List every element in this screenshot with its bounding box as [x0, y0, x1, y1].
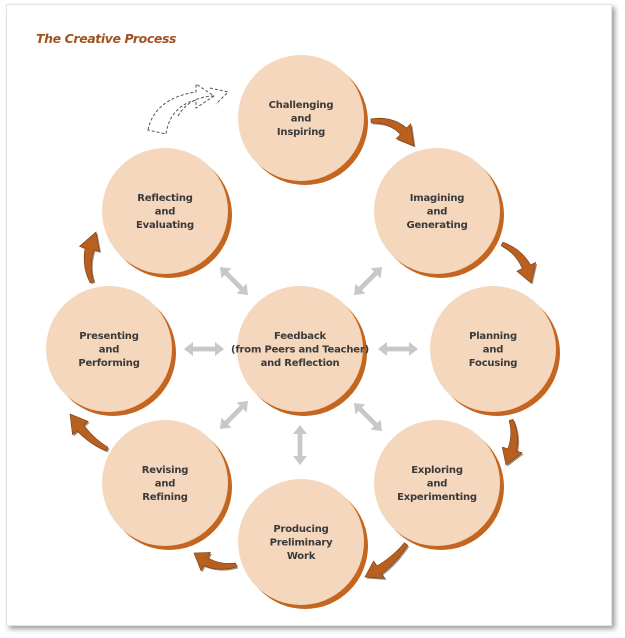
revising-label-line: Refining: [142, 492, 188, 503]
exploring-circle: [374, 420, 500, 546]
planning-label-line: Focusing: [469, 358, 517, 369]
planning-label-line: Planning: [469, 331, 517, 342]
exploring-label-line: Experimenting: [397, 492, 477, 503]
producing-label-line: Work: [287, 551, 316, 562]
center-label-line: (from Peers and Teacher): [231, 345, 369, 356]
revising-circle: [102, 420, 228, 546]
diagram-title: The Creative Process: [36, 31, 177, 46]
dashed-return-arrow-inner: [177, 95, 215, 117]
exploring-label-line: and: [427, 479, 447, 490]
feedback-arrow-imagining: [354, 266, 383, 295]
imagining-circle: [374, 148, 500, 274]
feedback-arrow-reflecting: [220, 267, 249, 296]
planning-circle: [430, 286, 556, 412]
dashed-return-arrow: [147, 83, 215, 135]
revising-label-line: and: [155, 479, 175, 490]
cycle-arrow-producing-revising: [193, 552, 237, 572]
circle-labels: Feedback (from Peers and Teacher) and Refl…: [78, 100, 517, 562]
cycle-arrow-exploring-producing: [364, 542, 409, 579]
producing-circle: [238, 479, 364, 605]
revising-label-line: Revising: [142, 465, 189, 476]
process-circles: [46, 55, 556, 605]
dashed-return-arrow-head: [209, 87, 229, 105]
reflecting-label-line: Reflecting: [137, 193, 192, 204]
challenging-label-line: Challenging: [269, 100, 334, 111]
center-label-line: Feedback: [274, 331, 327, 342]
reflecting-label-line: Evaluating: [136, 220, 194, 231]
feedback-arrows: [184, 266, 418, 465]
cycle-arrow-challenging-imagining: [370, 117, 415, 147]
cycle-arrows: [69, 83, 538, 580]
presenting-circle: [46, 286, 172, 412]
feedback-arrow-planning: [378, 342, 418, 356]
feedback-arrow-producing: [293, 425, 307, 465]
producing-label-line: Producing: [273, 524, 328, 535]
feedback-arrow-presenting: [184, 342, 224, 356]
feedback-arrow-exploring: [354, 403, 383, 432]
imagining-label-line: and: [427, 207, 447, 218]
challenging-circle: [238, 55, 364, 181]
cycle-arrow-revising-presenting: [69, 413, 109, 452]
challenging-label-line: Inspiring: [277, 127, 325, 138]
feedback-arrow-revising: [220, 400, 249, 429]
reflecting-label-line: and: [155, 207, 175, 218]
cycle-arrow-planning-exploring: [501, 418, 523, 466]
imagining-label-line: Generating: [406, 220, 467, 231]
presenting-label-line: Performing: [78, 358, 139, 369]
center-label-line: and Reflection: [261, 358, 340, 369]
exploring-label-line: Exploring: [411, 465, 463, 476]
cycle-arrow-presenting-reflecting: [78, 231, 100, 284]
imagining-label-line: Imagining: [410, 193, 465, 204]
reflecting-circle: [102, 148, 228, 274]
presenting-label-line: Presenting: [79, 331, 138, 342]
presenting-label-line: and: [99, 345, 119, 356]
planning-label-line: and: [483, 345, 503, 356]
challenging-label-line: and: [291, 114, 311, 125]
producing-label-line: Preliminary: [270, 538, 334, 549]
center-circle: [237, 286, 363, 412]
cycle-arrow-imagining-planning: [500, 241, 537, 284]
